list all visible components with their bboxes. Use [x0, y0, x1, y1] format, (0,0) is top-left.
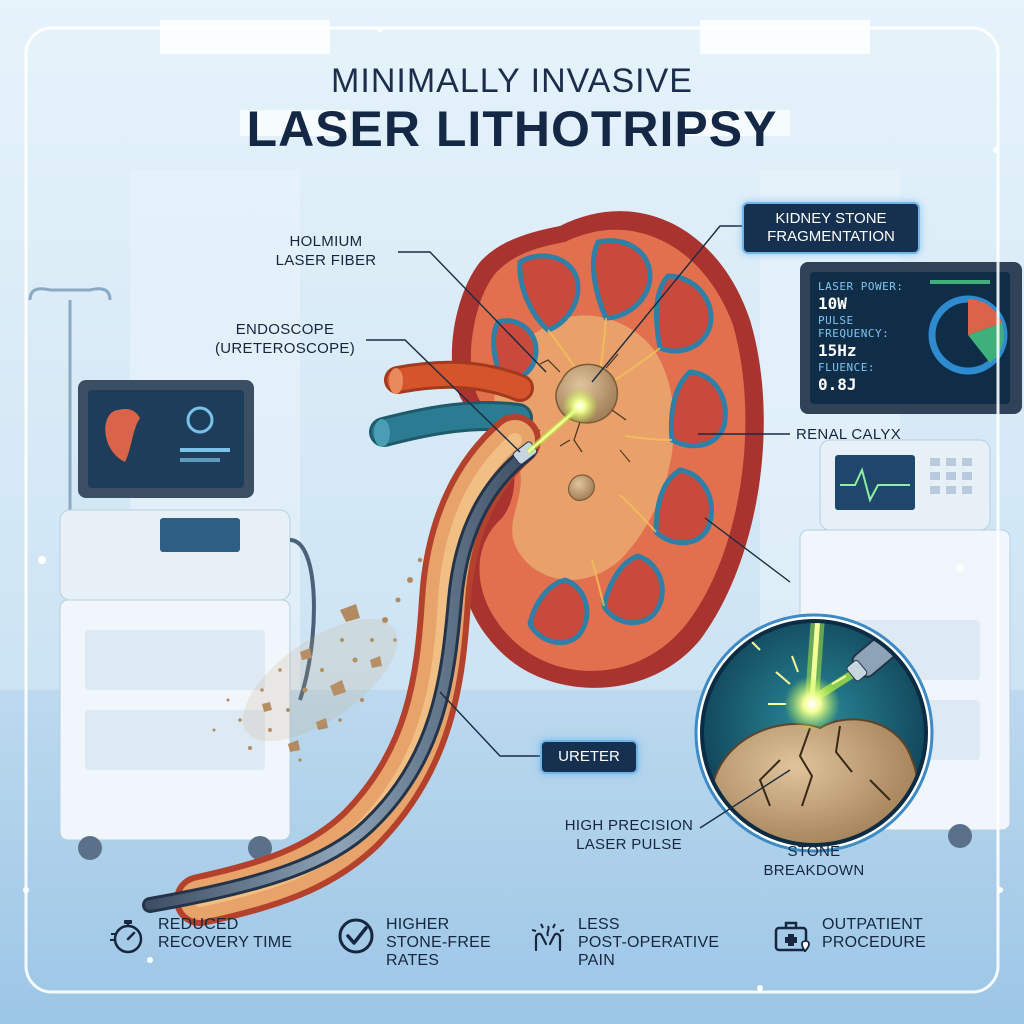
renal-artery: [387, 363, 531, 399]
leader-lines: [366, 225, 791, 829]
pulse-frequency-label: PULSE FREQUENCY:: [818, 314, 890, 340]
label-renal-calyx: RENAL CALYX: [796, 426, 902, 443]
laser-power-label: LASER POWER:: [818, 280, 904, 293]
benefit-less-post-operative-pain: LESS POST-OPERATIVE PAIN: [528, 916, 719, 970]
label-endoscope-ureteroscope: ENDOSCOPE (URETEROSCOPE): [214, 321, 356, 357]
stopwatch-icon: [110, 920, 143, 954]
stone-dust-particles: [212, 557, 423, 762]
title-subtitle: MINIMALLY INVASIVE: [331, 62, 693, 100]
fluence-label: FLUENCE:: [818, 361, 875, 374]
benefit-outpatient-procedure: OUTPATIENT PROCEDURE: [772, 916, 926, 956]
checkmark-circle-icon: [338, 918, 374, 954]
benefit-higher-stone-free-rates: HIGHER STONE-FREE RATES: [336, 916, 491, 970]
laser-beam: [526, 388, 598, 455]
calm-hands-icon: [531, 923, 565, 952]
medical-kit-icon: [774, 921, 810, 953]
renal-vessels: [369, 360, 534, 447]
benefit-reduced-recovery-time: REDUCED RECOVERY TIME: [108, 916, 292, 956]
decorative-sparkles: [23, 27, 1003, 991]
label-holmium-laser-fiber: HOLMIUM LASER FIBER: [275, 233, 377, 269]
page-title: LASER LITHOTRIPSY: [246, 101, 778, 157]
fluence-value: 0.8J: [818, 375, 857, 394]
renal-vein: [372, 403, 530, 444]
kidney-stone-small: [567, 474, 595, 501]
ceiling-light-right: [700, 20, 870, 54]
right-vital-monitor: [800, 262, 1022, 414]
label-stone-breakdown: STONE BREAKDOWN: [763, 843, 865, 879]
label-kidney-stone-fragmentation: KIDNEY STONE FRAGMENTATION: [742, 202, 920, 254]
inset-magnifier: [694, 613, 934, 853]
renal-pelvis: [494, 315, 675, 580]
left-medical-machine: [59, 380, 316, 860]
label-high-precision-laser-pulse: HIGH PRECISION LASER PULSE: [564, 817, 694, 853]
laser-settings-readout: LASER POWER: 10W PULSE FREQUENCY: 15Hz F…: [818, 280, 928, 395]
glowing-frame: [24, 26, 1000, 994]
pulse-frequency-value: 15Hz: [818, 341, 857, 360]
label-ureter: URETER: [540, 740, 638, 774]
laser-power-value: 10W: [818, 294, 847, 313]
medullary-pyramids: [491, 238, 728, 646]
ceiling-light-left: [160, 20, 330, 54]
